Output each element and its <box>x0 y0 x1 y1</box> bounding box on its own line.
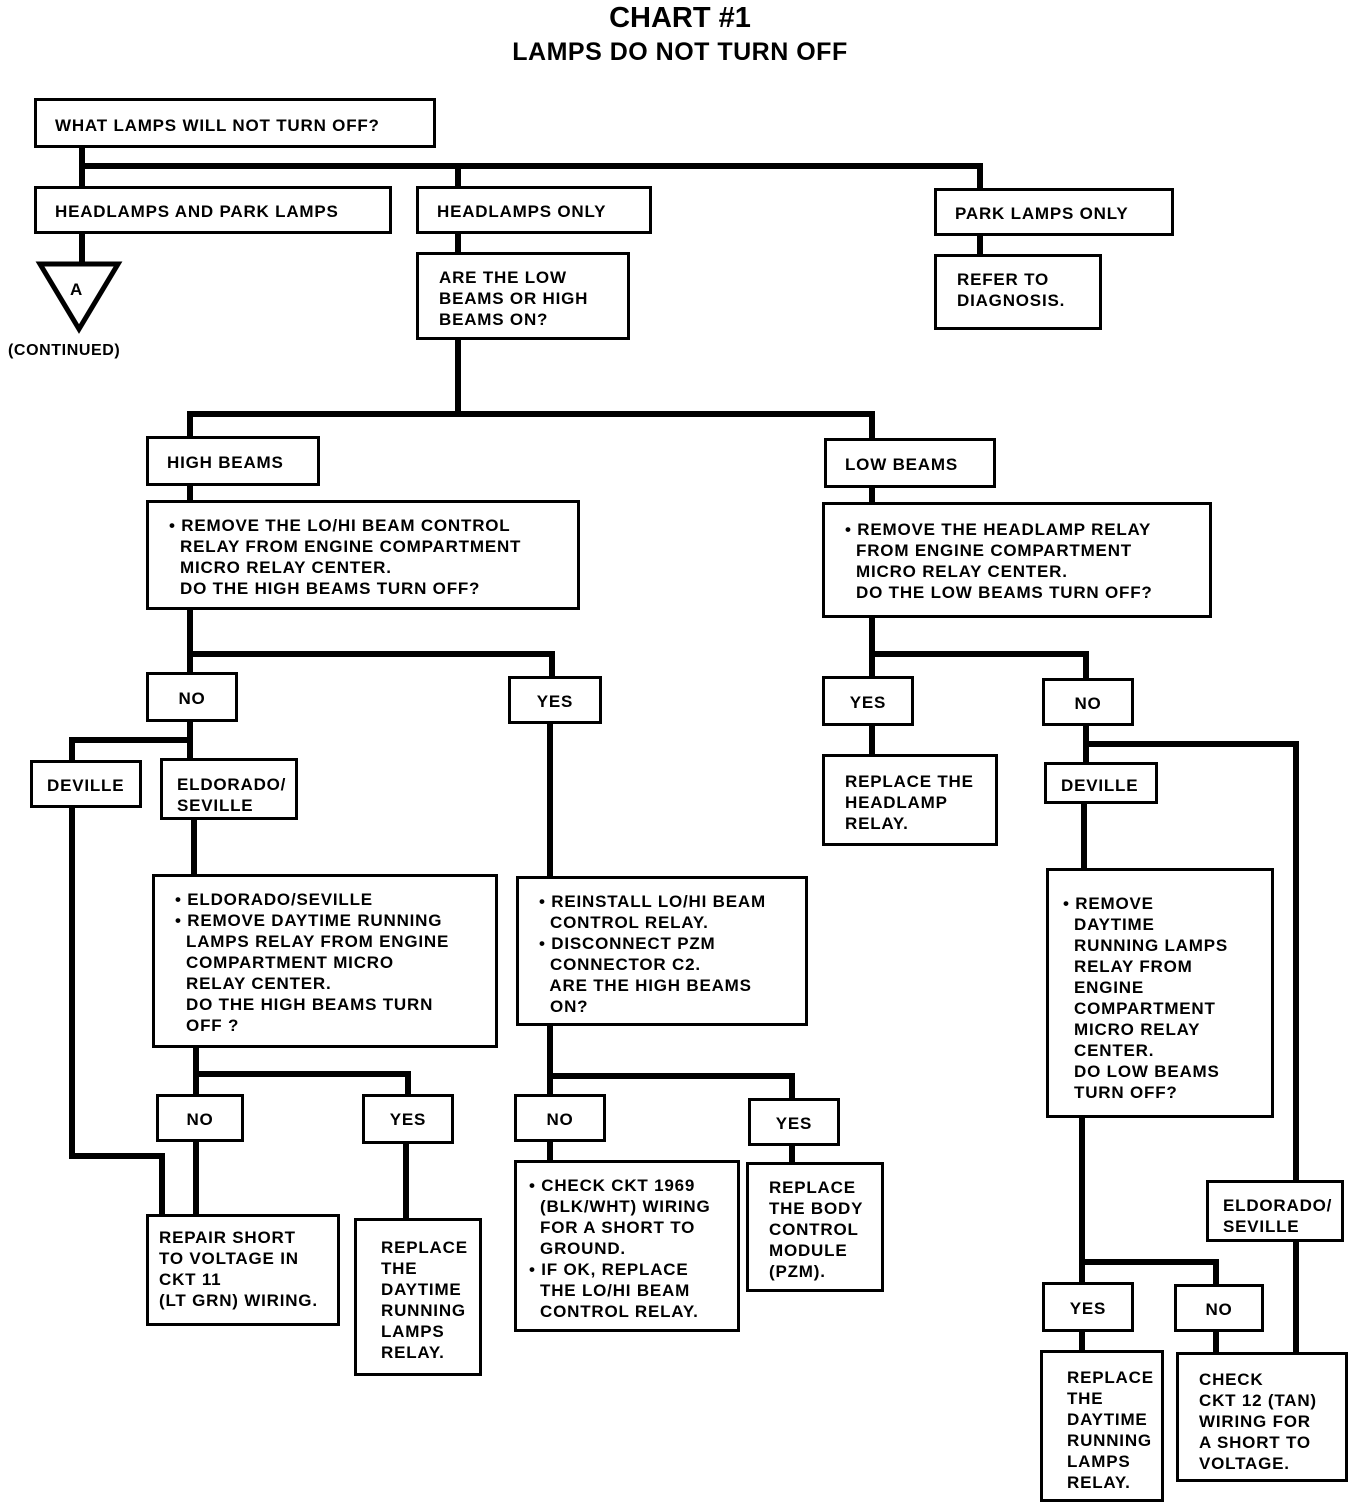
check-ckt12-box: CHECK CKT 12 (TAN) WIRING FOR A SHORT TO… <box>1176 1352 1348 1482</box>
replace-drl-relay-box-2: REPLACE THE DAYTIME RUNNING LAMPS RELAY. <box>1040 1350 1164 1502</box>
r-yes-box: YES <box>748 1098 840 1146</box>
low-or-high-question-box: ARE THE LOW BEAMS OR HIGH BEAMS ON? <box>416 252 630 340</box>
lb2-no-box: NO <box>1174 1284 1264 1332</box>
lb-no-box: NO <box>1042 678 1134 726</box>
headlamps-only-box: HEADLAMPS ONLY <box>416 186 652 234</box>
connector-lb-split <box>869 613 1089 681</box>
connector-no-deville <box>69 717 193 763</box>
remove-lohi-relay-step-box: • REMOVE THE LO/HI BEAM CONTROL RELAY FR… <box>146 500 580 610</box>
refer-to-diagnosis-box: REFER TO DIAGNOSIS. <box>934 254 1102 330</box>
check-ckt1969-box: • CHECK CKT 1969 (BLK/WHT) WIRING FOR A … <box>514 1160 740 1332</box>
connector-reinstall-split <box>547 1021 795 1101</box>
e-no-box: NO <box>156 1094 244 1142</box>
connector-hb-split <box>187 605 555 679</box>
repair-short-ckt11-box: REPAIR SHORT TO VOLTAGE IN CKT 11 (LT GR… <box>146 1214 340 1326</box>
lb-eldorado-seville-box: ELDORADO/ SEVILLE <box>1206 1180 1344 1242</box>
lb-yes-box: YES <box>822 676 914 726</box>
lb-deville-box: DEVILLE <box>1044 762 1158 804</box>
reinstall-relay-step-box: • REINSTALL LO/HI BEAM CONTROL RELAY. • … <box>516 876 808 1026</box>
low-beams-box: LOW BEAMS <box>824 438 996 488</box>
hb-no-box: NO <box>146 672 238 722</box>
start-question-box: WHAT LAMPS WILL NOT TURN OFF? <box>34 98 436 148</box>
park-lamps-only-box: PARK LAMPS ONLY <box>934 188 1174 236</box>
continuation-triangle-icon <box>35 261 123 334</box>
connector-label-a: A <box>70 280 83 299</box>
eldorado-drl-step-box: • ELDORADO/SEVILLE • REMOVE DAYTIME RUNN… <box>152 874 498 1048</box>
replace-headlamp-relay-box: REPLACE THE HEADLAMP RELAY. <box>822 754 998 846</box>
e-yes-box: YES <box>362 1094 454 1144</box>
connector-lb-no-split <box>1083 721 1299 1183</box>
headlamps-and-park-lamps-box: HEADLAMPS AND PARK LAMPS <box>34 186 392 234</box>
connector-eldorado-split <box>193 1043 411 1097</box>
connector-question-beams <box>187 335 461 439</box>
connector-start-options <box>79 143 983 191</box>
hb-yes-box: YES <box>508 676 602 724</box>
lb2-yes-box: YES <box>1042 1282 1134 1332</box>
connector-deville-repair <box>69 803 165 1217</box>
remove-headlamp-relay-step-box: • REMOVE THE HEADLAMP RELAY FROM ENGINE … <box>822 502 1212 618</box>
replace-bcm-box: REPLACE THE BODY CONTROL MODULE (PZM). <box>746 1162 884 1292</box>
lb-drl-step-box: • REMOVE DAYTIME RUNNING LAMPS RELAY FRO… <box>1046 868 1274 1118</box>
continued-label: (CONTINUED) <box>8 342 121 359</box>
hb-deville-box: DEVILLE <box>30 760 142 808</box>
chart-subtitle: LAMPS DO NOT TURN OFF <box>512 38 848 66</box>
high-beams-box: HIGH BEAMS <box>146 436 320 486</box>
hb-eldorado-seville-box: ELDORADO/ SEVILLE <box>160 758 298 820</box>
chart-title: CHART #1 <box>609 2 751 34</box>
replace-drl-relay-box-1: REPLACE THE DAYTIME RUNNING LAMPS RELAY. <box>354 1218 482 1376</box>
r-no-box: NO <box>514 1094 606 1142</box>
connector-to-low-beams <box>455 411 875 441</box>
connector-lb-step-split <box>1079 1113 1219 1287</box>
